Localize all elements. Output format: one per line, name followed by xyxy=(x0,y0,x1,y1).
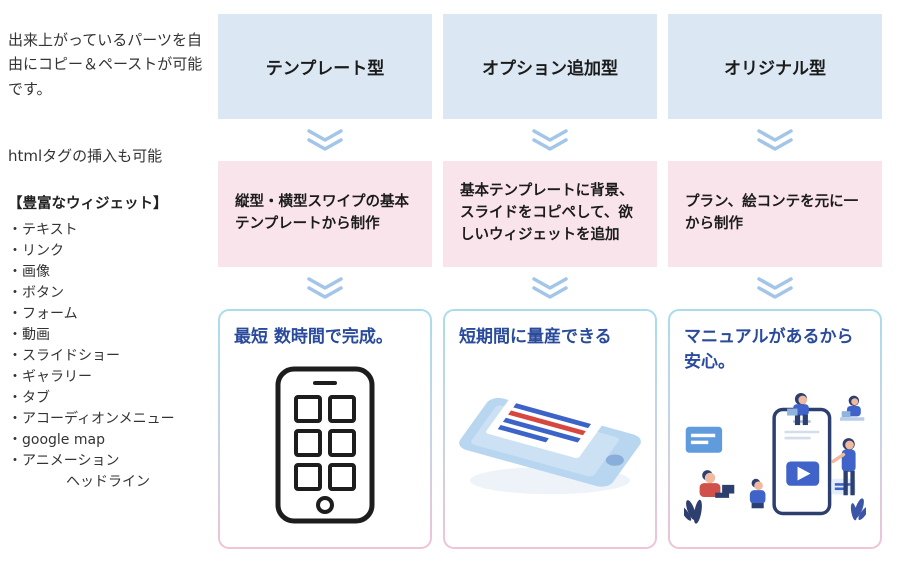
widget-item: ・アコーディオンメニュー xyxy=(8,410,175,427)
result-title: 短期間に量産できる xyxy=(459,327,612,347)
widget-item: ・フォーム xyxy=(8,305,78,322)
double-chevron-down-icon xyxy=(757,277,793,299)
widget-item: ・ボタン xyxy=(8,284,64,301)
process-text: プラン、絵コンテを元に一から制作 xyxy=(685,194,859,232)
widget-item-continuation: ヘッドライン xyxy=(66,473,150,490)
widget-list: ・テキスト ・リンク ・画像 ・ボタン ・フォーム ・動画 ・スライドショー ・… xyxy=(8,220,210,493)
result-box: 短期間に量産できる xyxy=(443,309,657,549)
widgets-heading: 【豊富なウィジェット】 xyxy=(8,195,168,212)
chevron-down-icon xyxy=(755,119,795,161)
isometric-smartphone-illustration xyxy=(459,350,641,541)
result-box: 最短 数時間で完成。 xyxy=(218,309,432,549)
chevron-down-icon xyxy=(530,119,570,161)
process-box: プラン、絵コンテを元に一から制作 xyxy=(668,161,882,267)
column-original: オリジナル型 プラン、絵コンテを元に一から制作 マニュアルがあるから安心。 xyxy=(668,14,882,549)
process-text: 縦型・横型スワイプの基本テンプレートから制作 xyxy=(235,194,409,232)
chevron-down-icon xyxy=(305,267,345,309)
double-chevron-down-icon xyxy=(532,277,568,299)
widget-item: ・リンク xyxy=(8,242,64,259)
team-with-phone-illustration xyxy=(684,374,866,541)
smartphone-outline-icon xyxy=(275,366,375,524)
double-chevron-down-icon xyxy=(757,129,793,151)
comparison-columns: テンプレート型 縦型・横型スワイプの基本テンプレートから制作 最短 数時間で完成… xyxy=(218,14,882,549)
widget-item: ・タブ xyxy=(8,389,50,406)
sidebar-intro-text: 出来上がっているパーツを自由にコピー＆ペーストが可能です。 xyxy=(8,31,203,98)
process-box: 縦型・横型スワイプの基本テンプレートから制作 xyxy=(218,161,432,267)
column-option: オプション追加型 基本テンプレートに背景、スライドをコピペして、欲しいウィジェッ… xyxy=(443,14,657,549)
result-title: マニュアルがあるから安心。 xyxy=(684,327,854,372)
widget-item: ・google map xyxy=(8,431,105,448)
column-template: テンプレート型 縦型・横型スワイプの基本テンプレートから制作 最短 数時間で完成… xyxy=(218,14,432,549)
double-chevron-down-icon xyxy=(307,277,343,299)
result-box: マニュアルがあるから安心。 xyxy=(668,309,882,549)
sidebar: 出来上がっているパーツを自由にコピー＆ペーストが可能です。 htmlタグの挿入も… xyxy=(8,28,210,493)
process-box: 基本テンプレートに背景、スライドをコピペして、欲しいウィジェットを追加 xyxy=(443,161,657,267)
double-chevron-down-icon xyxy=(532,129,568,151)
widget-item: ・動画 xyxy=(8,326,50,343)
smartphone-outline-illustration xyxy=(234,350,416,541)
team-with-phone-icon xyxy=(684,392,866,524)
chevron-down-icon xyxy=(755,267,795,309)
column-header: オプション追加型 xyxy=(443,14,657,119)
sidebar-html-note: htmlタグの挿入も可能 xyxy=(8,146,163,165)
column-header: オリジナル型 xyxy=(668,14,882,119)
chevron-down-icon xyxy=(530,267,570,309)
column-header: テンプレート型 xyxy=(218,14,432,119)
widget-item: ・画像 xyxy=(8,263,50,280)
widget-item: ・テキスト xyxy=(8,221,78,238)
result-title: 最短 数時間で完成。 xyxy=(234,327,393,347)
isometric-smartphone-icon xyxy=(459,396,641,495)
widget-item: ・スライドショー xyxy=(8,347,120,364)
double-chevron-down-icon xyxy=(307,129,343,151)
widget-item: ・ギャラリー xyxy=(8,368,92,385)
process-text: 基本テンプレートに背景、スライドをコピペして、欲しいウィジェットを追加 xyxy=(460,183,634,243)
widget-item: ・アニメーション xyxy=(8,452,120,469)
chevron-down-icon xyxy=(305,119,345,161)
